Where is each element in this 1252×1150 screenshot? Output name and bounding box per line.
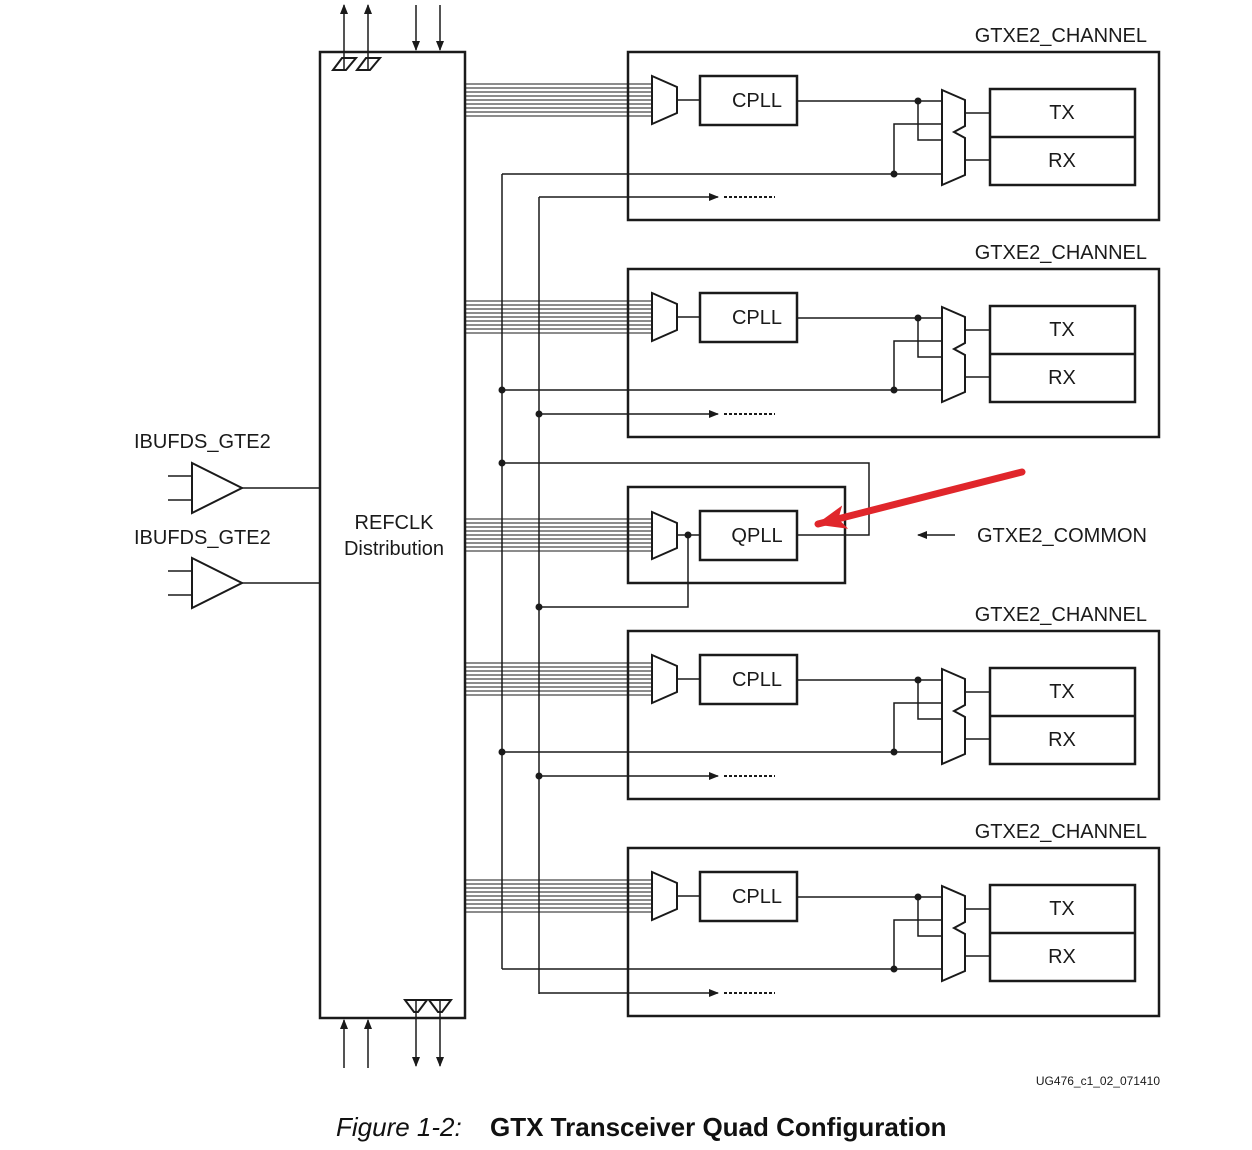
rx-label: RX (1048, 367, 1076, 389)
rx-label: RX (1048, 150, 1076, 172)
channel-label: GTXE2_CHANNEL (975, 242, 1147, 264)
refclk-label: Distribution (344, 538, 444, 560)
highlight-arrow (814, 468, 1026, 529)
channel-label: GTXE2_CHANNEL (975, 604, 1147, 626)
cpll-label: CPLL (732, 886, 782, 908)
qpll-label: QPLL (731, 525, 782, 547)
ibufds-buffer (168, 461, 320, 515)
channel-block (465, 267, 1161, 439)
tx-label: TX (1049, 681, 1075, 703)
cpll-label: CPLL (732, 669, 782, 691)
channel-label: GTXE2_CHANNEL (975, 821, 1147, 843)
channel-block (465, 846, 1161, 1018)
tx-label: TX (1049, 102, 1075, 124)
refclk-label: REFCLK (355, 512, 435, 534)
rx-label: RX (1048, 946, 1076, 968)
cpll-label: CPLL (732, 307, 782, 329)
figure-title: GTX Transceiver Quad Configuration (490, 1112, 947, 1142)
gtx-quad-diagram: GTXE2_CHANNEL GTXE2_CHANNEL GTXE2_CHANNE… (134, 4, 1161, 1088)
ibufds-buffer (168, 556, 320, 610)
tx-label: TX (1049, 898, 1075, 920)
cpll-label: CPLL (732, 90, 782, 112)
rx-label: RX (1048, 729, 1076, 751)
channel-label: GTXE2_CHANNEL (975, 25, 1147, 47)
channel-block (465, 629, 1161, 801)
ibufds-label: IBUFDS_GTE2 (134, 431, 271, 453)
doc-id: UG476_c1_02_071410 (1036, 1074, 1160, 1088)
ibufds-label: IBUFDS_GTE2 (134, 527, 271, 549)
common-label: GTXE2_COMMON (977, 525, 1147, 547)
refclk-distribution-block (318, 50, 467, 1020)
figure-number: Figure 1-2: (336, 1112, 462, 1142)
tx-label: TX (1049, 319, 1075, 341)
common-block (465, 462, 870, 608)
channel-block (465, 50, 1161, 222)
